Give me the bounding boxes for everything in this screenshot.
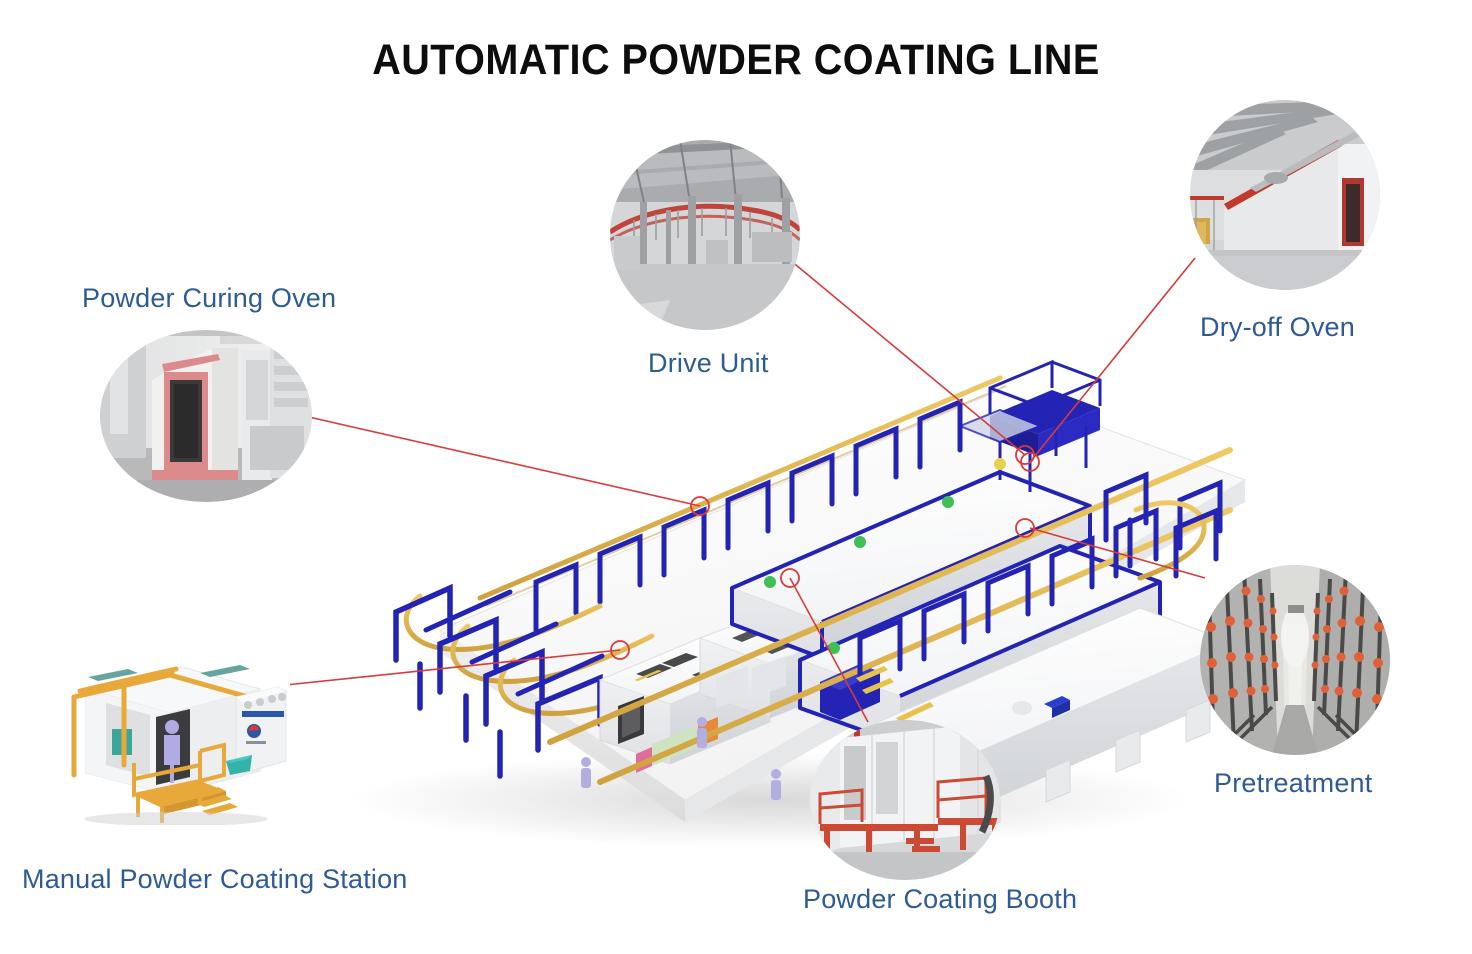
marker-powder-coating-booth bbox=[780, 568, 800, 588]
photo-powder-curing-oven-image bbox=[100, 330, 312, 502]
photo-powder-coating-booth-image bbox=[810, 720, 1000, 880]
operator-figures bbox=[581, 717, 781, 800]
leader-line-manual-powder-coating-station bbox=[275, 649, 621, 687]
marker-manual-powder-coating-station bbox=[610, 640, 630, 660]
photo-pretreatment[interactable] bbox=[1200, 565, 1390, 755]
conveyor-support-group-right bbox=[857, 479, 1223, 689]
leader-line-pretreatment bbox=[1029, 527, 1206, 579]
photo-drive-unit-image bbox=[610, 140, 800, 330]
label-drive-unit: Drive Unit bbox=[648, 348, 769, 378]
conveyor-support-group-far-right bbox=[1103, 471, 1219, 579]
photo-manual-powder-coating-station-image bbox=[50, 645, 290, 825]
label-dry-off-oven: Dry-off Oven bbox=[1200, 312, 1355, 342]
marker-drive-unit bbox=[1015, 445, 1035, 465]
marker-pretreatment bbox=[1015, 518, 1035, 538]
leader-line-powder-curing-oven bbox=[299, 414, 701, 507]
green-valve-markers bbox=[764, 458, 1006, 654]
page-title: AUTOMATIC POWDER COATING LINE bbox=[372, 36, 1100, 84]
photo-drive-unit[interactable] bbox=[610, 140, 800, 330]
photo-dry-off-oven[interactable] bbox=[1190, 100, 1380, 290]
label-manual-powder-coating-station: Manual Powder Coating Station bbox=[22, 864, 408, 894]
operator-figure bbox=[164, 720, 180, 783]
label-pretreatment: Pretreatment bbox=[1214, 768, 1373, 798]
access-stairs bbox=[856, 666, 934, 722]
photo-dry-off-oven-image bbox=[1190, 100, 1380, 290]
marker-powder-curing-oven bbox=[690, 496, 710, 516]
photo-powder-curing-oven[interactable] bbox=[100, 330, 312, 502]
photo-pretreatment-image bbox=[1200, 565, 1390, 755]
photo-manual-powder-coating-station[interactable] bbox=[50, 645, 290, 825]
label-powder-coating-booth: Powder Coating Booth bbox=[803, 884, 1078, 914]
photo-powder-coating-booth[interactable] bbox=[810, 720, 1000, 880]
leader-line-drive-unit bbox=[789, 259, 1026, 456]
marker-dry-off-oven bbox=[1020, 452, 1040, 472]
cabinet-brand-logo bbox=[246, 724, 266, 744]
label-powder-curing-oven: Powder Curing Oven bbox=[82, 283, 337, 313]
leader-line-powder-coating-booth bbox=[789, 577, 869, 723]
leader-line-dry-off-oven bbox=[1029, 257, 1196, 463]
